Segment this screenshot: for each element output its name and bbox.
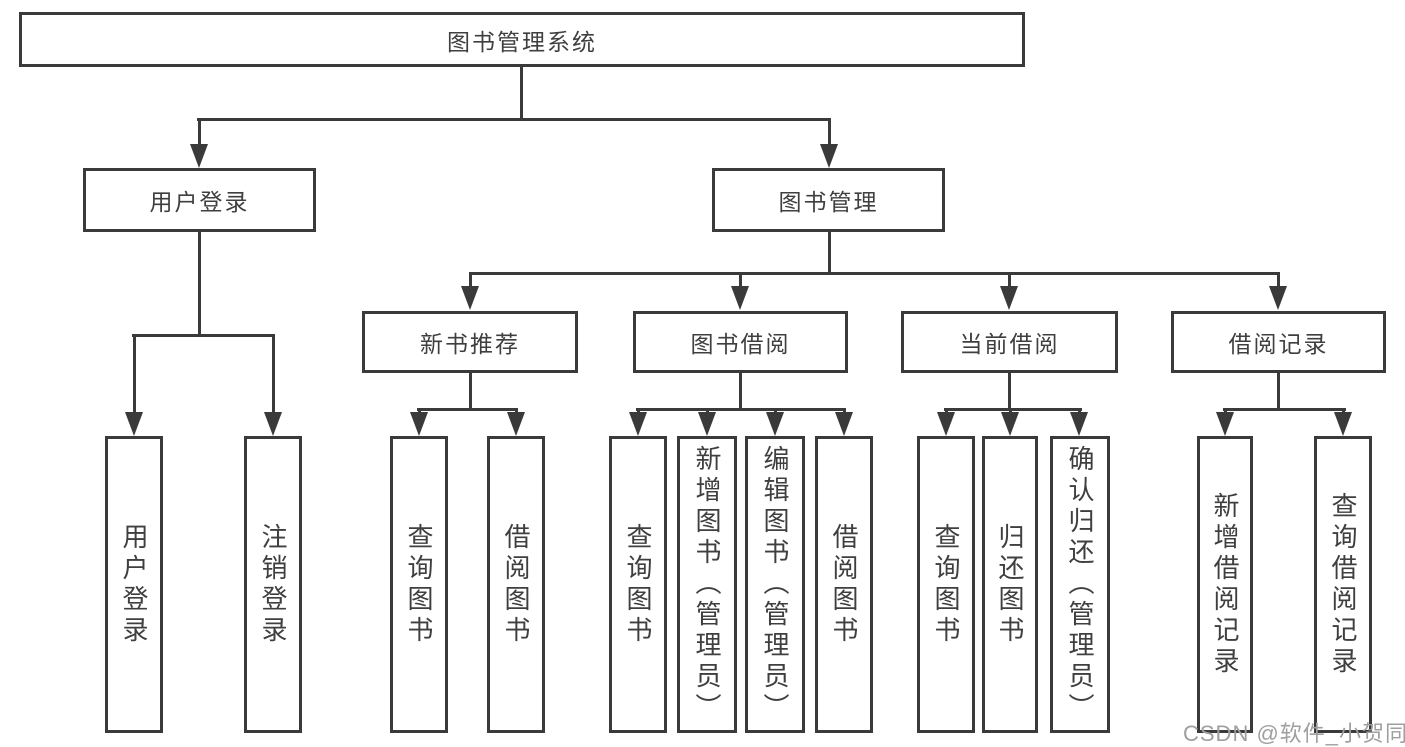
leaf-user-login: 用户登录 [105,436,163,733]
connector-line [520,67,523,118]
node-label: 查询借阅记录 [1328,491,1358,678]
node-borrowing-records: 借阅记录 [1171,311,1386,373]
leaf-query-borrow-record: 查询借阅记录 [1314,436,1372,733]
connector-line [828,232,831,272]
arrow-down-icon [461,286,479,310]
leaf-add-borrow-record: 新增借阅记录 [1197,436,1253,733]
arrow-down-icon [1000,286,1018,310]
arrow-down-icon [1334,412,1352,436]
node-book-management: 图书管理 [712,168,945,232]
connector-line [1277,275,1280,289]
connector-line [828,121,831,146]
node-label: 新增图书（管理员） [692,445,722,724]
arrow-down-icon [410,412,428,436]
connector-line [739,373,742,408]
node-label: 借阅记录 [1228,331,1329,357]
node-label: 新增借阅记录 [1210,491,1240,678]
connector-line [469,373,472,408]
connector-line [739,275,742,289]
arrow-down-icon [507,412,525,436]
connector-line [198,232,201,334]
leaf-edit-books-admin: 编辑图书（管理员） [745,436,805,733]
arrow-down-icon [766,412,784,436]
node-label: 图书管理系统 [447,28,597,55]
arrow-down-icon [629,412,647,436]
arrow-down-icon [835,412,853,436]
connector-line [272,337,275,415]
node-user-login: 用户登录 [83,168,316,232]
node-book-borrowing: 图书借阅 [633,311,848,373]
connector-line [636,408,846,411]
connector-line [133,337,136,415]
node-label: 借阅图书 [501,522,531,647]
connector-line [198,121,201,146]
connector-line [469,275,472,289]
arrow-down-icon [937,412,955,436]
connector-line [944,408,1082,411]
node-label: 确认归还（管理员） [1065,445,1095,724]
node-label: 图书管理 [778,189,879,215]
arrow-down-icon [1269,286,1287,310]
connector-line [1277,373,1280,408]
node-label: 归还图书 [995,522,1025,647]
node-new-book-recommendation: 新书推荐 [362,311,578,373]
node-label: 查询图书 [404,522,434,647]
arrow-down-icon [820,144,838,168]
arrow-down-icon [125,412,143,436]
leaf-borrow-books: 借阅图书 [815,436,873,733]
node-label: 注销登录 [258,522,288,647]
connector-line [1008,373,1011,408]
node-label: 图书借阅 [690,331,791,357]
arrow-down-icon [698,412,716,436]
leaf-confirm-return-admin: 确认归还（管理员） [1050,436,1110,733]
connector-line [417,408,518,411]
connector-line [197,118,831,121]
leaf-logout: 注销登录 [244,436,302,733]
node-label: 当前借阅 [959,331,1060,357]
leaf-query-books-borrowing: 查询图书 [609,436,667,733]
connector-line [1223,408,1346,411]
arrow-down-icon [264,412,282,436]
leaf-query-books-current: 查询图书 [917,436,975,733]
arrow-down-icon [1070,412,1088,436]
node-current-borrowing: 当前借阅 [901,311,1118,373]
node-label: 新书推荐 [420,331,520,357]
node-label: 查询图书 [623,522,653,647]
leaf-borrow-books-recommend: 借阅图书 [487,436,545,733]
connector-line [1008,275,1011,289]
node-label: 用户登录 [119,522,149,647]
leaf-query-books-recommend: 查询图书 [390,436,448,733]
arrow-down-icon [1216,412,1234,436]
arrow-down-icon [190,144,208,168]
leaf-return-books: 归还图书 [982,436,1038,733]
leaf-add-books-admin: 新增图书（管理员） [677,436,737,733]
node-label: 查询图书 [931,522,961,647]
csdn-watermark: CSDN @软件_小贺同学 [1183,721,1405,746]
node-label: 用户登录 [149,189,250,215]
arrow-down-icon [731,286,749,310]
node-library-management-system: 图书管理系统 [19,12,1025,67]
arrow-down-icon [1001,412,1019,436]
node-label: 借阅图书 [829,522,859,647]
node-label: 编辑图书（管理员） [760,445,790,724]
connector-line [132,334,275,337]
connector-line [469,272,1280,275]
